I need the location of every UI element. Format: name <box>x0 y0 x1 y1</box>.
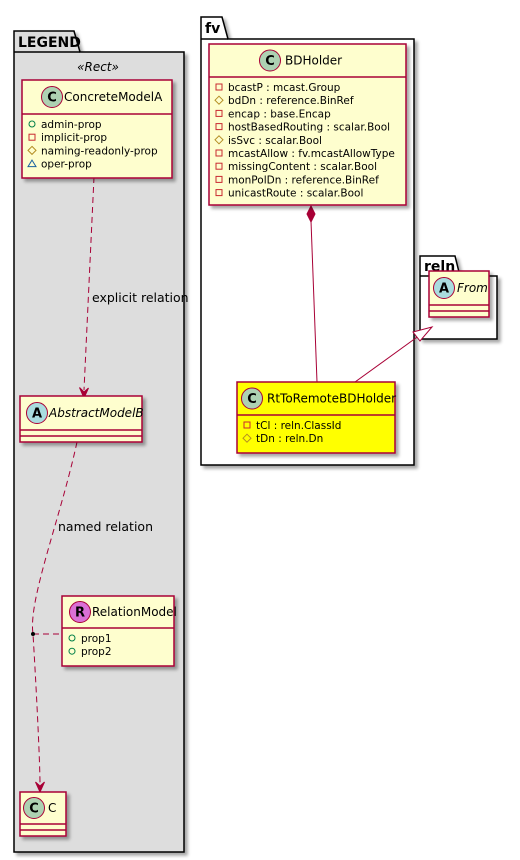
visibility-icon <box>68 647 76 655</box>
class-attribute: missingContent : scalar.Bool <box>228 161 377 173</box>
class-attribute: mcastAllow : fv.mcastAllowType <box>228 148 395 160</box>
class-attribute: bdDn : reference.BinRef <box>228 95 354 107</box>
class-concrete-model: C ConcreteModelA admin-propimplicit-propna… <box>21 79 173 179</box>
package-legend-stereotype: «Rect» <box>77 60 119 74</box>
class-attribute: implicit-prop <box>41 132 107 144</box>
class-kind-letter: C <box>247 392 257 407</box>
class-rt-to-remote: C RtToRemoteBDHolder tCl : reln.ClassIdtDn… <box>236 381 396 454</box>
class-kind-a-icon <box>26 402 48 424</box>
visibility-icon <box>215 189 223 197</box>
class-attribute: isSvc : scalar.Bool <box>228 135 322 147</box>
class-box <box>236 381 396 454</box>
class-attribute: encap : base.Encap <box>228 108 331 120</box>
class-box <box>208 43 407 206</box>
class-attribute: admin-prop <box>41 119 102 131</box>
class-kind-c-icon <box>41 86 63 108</box>
class-attribute: prop1 <box>81 633 112 645</box>
class-kind-c-icon <box>241 387 263 410</box>
class-kind-letter: C <box>265 54 275 69</box>
class-from: A From <box>428 270 490 318</box>
class-attribute: monPolDn : reference.BinRef <box>228 174 379 186</box>
visibility-icon <box>27 159 37 168</box>
visibility-icon <box>28 120 36 128</box>
class-kind-a-icon <box>433 277 455 299</box>
class-name: ConcreteModelA <box>64 90 163 104</box>
class-name: BDHolder <box>285 54 342 68</box>
class-kind-letter: C <box>47 91 57 106</box>
class-attribute: hostBasedRouting : scalar.Bool <box>228 122 390 134</box>
edge-composition <box>306 204 318 383</box>
class-kind-letter: R <box>75 606 85 621</box>
visibility-icon <box>215 83 223 91</box>
visibility-icon <box>214 135 224 145</box>
class-kind-letter: A <box>439 282 449 297</box>
visibility-icon <box>243 421 251 429</box>
class-attribute: oper-prop <box>41 159 92 171</box>
package-fv-name: fv <box>205 21 220 37</box>
edge-generalization <box>354 326 434 383</box>
class-attribute: prop2 <box>81 646 112 658</box>
class-name: C <box>48 801 56 815</box>
visibility-icon <box>215 175 223 183</box>
visibility-icon <box>215 162 223 170</box>
visibility-icon <box>214 95 224 105</box>
visibility-icon <box>215 109 223 117</box>
visibility-icon <box>27 145 37 156</box>
class-abstract-model: A AbstractModelB <box>19 395 144 443</box>
visibility-icon <box>215 149 223 157</box>
class-name: RtToRemoteBDHolder <box>267 392 396 406</box>
class-attribute: naming-readonly-prop <box>41 145 158 157</box>
class-attribute: tDn : reln.Dn <box>256 433 323 445</box>
package-legend-name: LEGEND <box>18 35 81 51</box>
visibility-icon <box>68 634 76 642</box>
class-name: RelationModel <box>92 605 177 619</box>
class-kind-r-icon <box>69 601 91 623</box>
class-attribute: tCl : reln.ClassId <box>256 420 341 432</box>
edge-named-relation-label: named relation <box>58 519 153 534</box>
visibility-icon <box>215 123 223 131</box>
edge-explicit-relation <box>79 176 95 400</box>
class-attribute: unicastRoute : scalar.Bool <box>228 188 363 200</box>
edge-explicit-relation-label: explicit relation <box>92 290 189 305</box>
class-kind-letter: A <box>32 407 42 422</box>
class-kind-c-icon <box>23 797 45 819</box>
class-kind-c-icon <box>259 49 281 72</box>
visibility-icon <box>28 133 36 141</box>
class-kind-letter: C <box>29 802 39 817</box>
class-name: AbstractModelB <box>48 406 144 420</box>
edge-named-relation <box>31 441 78 794</box>
visibility-icon <box>242 433 252 443</box>
class-name: From <box>457 281 488 295</box>
class-attribute: bcastP : mcast.Group <box>228 82 341 94</box>
